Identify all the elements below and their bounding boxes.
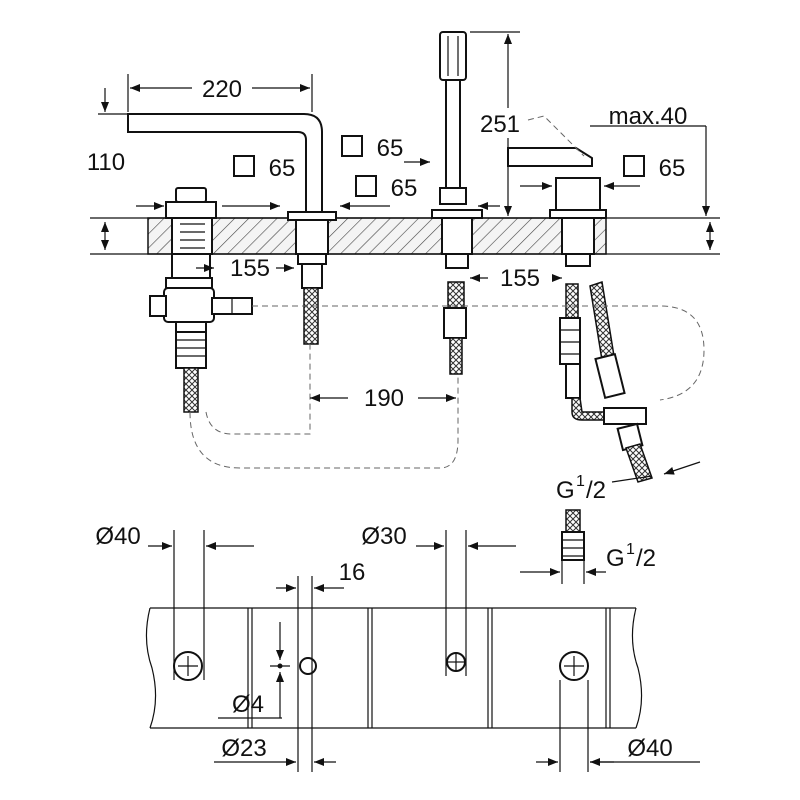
dim-rosette-2: 65 <box>341 135 430 166</box>
thread-hose-callout: G 1 /2 <box>556 461 701 504</box>
dim-hole-d40-right: Ø40 <box>536 680 700 772</box>
handshower-height-label: 251 <box>480 111 520 138</box>
pitch-right-label: 155 <box>500 265 540 292</box>
dim-hole-d4: Ø4 <box>218 622 290 719</box>
thread-conn-sub: /2 <box>636 545 656 572</box>
thread-connector: G 1 /2 <box>520 509 656 584</box>
hole-d30-label: Ø30 <box>361 523 406 550</box>
rosette-2-label: 65 <box>377 135 404 162</box>
dim-lever-max: max.40 <box>590 103 710 216</box>
thread-conn-sup: 1 <box>626 541 635 558</box>
dim-rosette-3: 65 <box>340 175 500 210</box>
dim-hose-spacing: 190 <box>310 385 456 412</box>
spout-height-label: 110 <box>87 149 125 176</box>
thread-conn-label: G <box>606 545 625 572</box>
dim-spout-height: 110 <box>87 88 128 176</box>
rosette-1-label: 65 <box>269 155 296 182</box>
handshower <box>431 31 483 375</box>
lever-max-label: max.40 <box>609 103 688 130</box>
rosette-3-label: 65 <box>391 175 418 202</box>
dim-hole-d23: Ø23 <box>214 735 336 766</box>
single-lever-mixer <box>507 115 653 483</box>
dim-spacing-16: 16 <box>276 559 365 772</box>
dim-spout-reach: 220 <box>127 74 313 112</box>
hose-routes <box>189 305 705 469</box>
deck-top-view <box>145 607 643 729</box>
dim-pitch-left: 155 <box>196 255 294 282</box>
hose-spacing-label: 190 <box>364 385 404 412</box>
hole-d23 <box>299 657 317 675</box>
dim-rosette-4: 65 <box>520 155 686 190</box>
diverter-valve <box>149 187 253 413</box>
dim-hole-d40-left: Ø40 <box>95 523 254 680</box>
hole-d40-right-label: Ø40 <box>627 735 672 762</box>
dim-hole-d30: Ø30 <box>361 523 516 676</box>
pitch-left-label: 155 <box>230 255 270 282</box>
rosette-4-label: 65 <box>659 155 686 182</box>
spacing-16-label: 16 <box>339 559 366 586</box>
dim-rosette-1: 65 <box>136 155 296 210</box>
thread-hose-sup: 1 <box>576 473 585 490</box>
hole-d4-label: Ø4 <box>232 691 264 718</box>
hole-d23-label: Ø23 <box>221 735 266 762</box>
dim-handshower-height: 251 <box>470 31 520 216</box>
hole-d40-left-label: Ø40 <box>95 523 140 550</box>
thread-hose-label: G <box>556 477 575 504</box>
thread-hose-sub: /2 <box>586 477 606 504</box>
dim-pitch-right: 155 <box>470 265 562 292</box>
spout-reach-label: 220 <box>202 76 242 103</box>
spout <box>127 113 337 345</box>
